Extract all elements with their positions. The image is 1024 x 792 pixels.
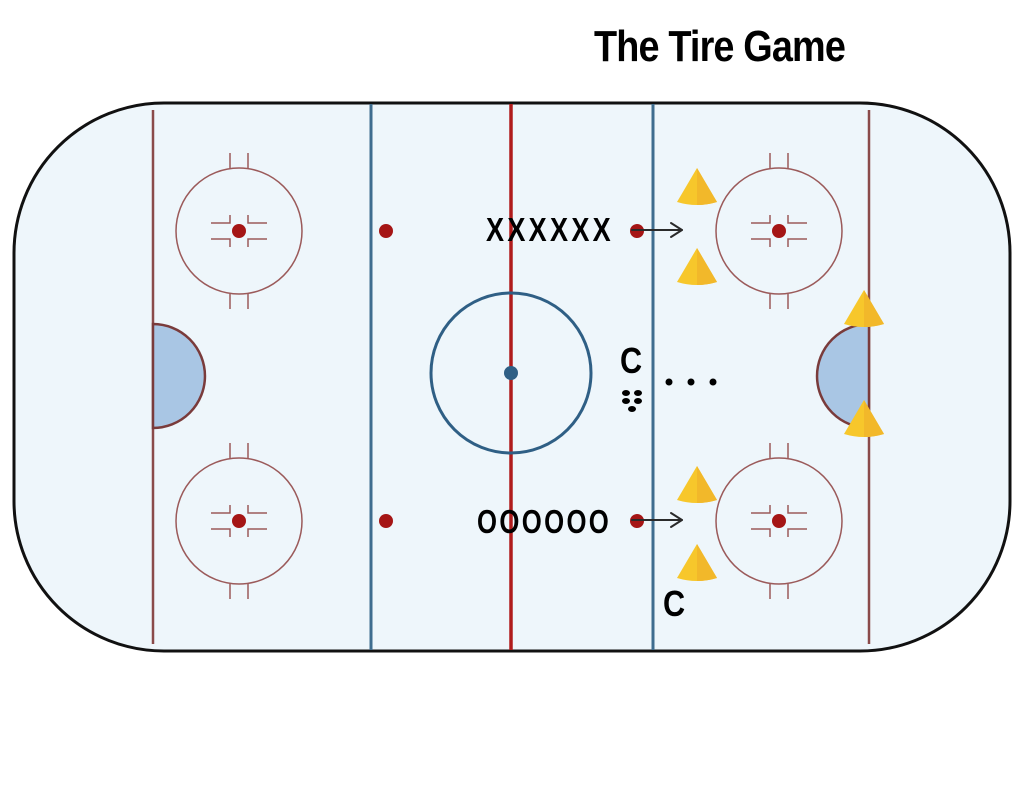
center-faceoff-dot <box>504 366 518 380</box>
arrow-icon <box>631 222 683 238</box>
coach-center-marker: C <box>620 340 643 381</box>
team-o-players: OOOOOO <box>477 503 612 540</box>
coach-bottom-marker: C <box>663 583 686 624</box>
faceoff-circle-bottom-right <box>715 443 843 599</box>
puck-pile-icon <box>622 390 642 412</box>
faceoff-circle-top-left <box>175 153 303 309</box>
center-faceoff-circle <box>429 291 593 455</box>
crease-left <box>151 322 207 430</box>
ellipsis-dots-icon <box>665 378 717 386</box>
arrow-icon <box>631 512 683 528</box>
faceoff-circle-top-right <box>715 153 843 309</box>
faceoff-circle-bottom-left <box>175 443 303 599</box>
team-x-players: XXXXXX <box>486 211 614 248</box>
drill-title: The Tire Game <box>594 22 846 71</box>
